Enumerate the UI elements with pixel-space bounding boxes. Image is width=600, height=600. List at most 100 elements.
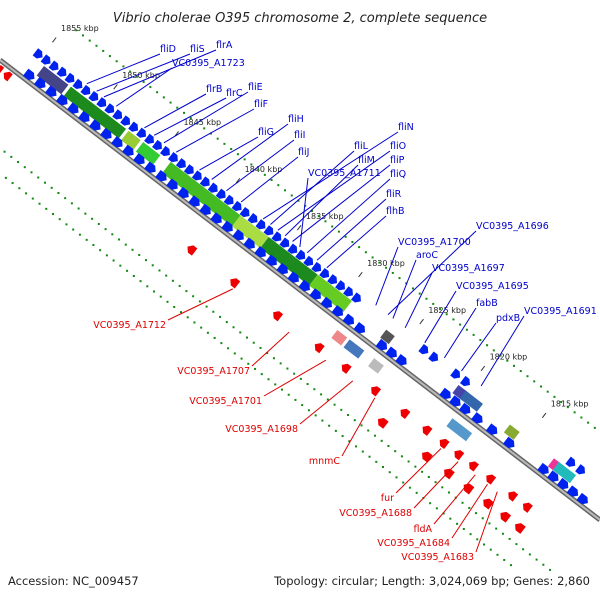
reverse-gene-arrow[interactable]	[437, 436, 450, 450]
reverse-gene-label[interactable]: mnmC	[309, 456, 341, 467]
forward-gene-arrow[interactable]	[335, 280, 348, 293]
forward-gene-arrow[interactable]	[215, 188, 229, 202]
forward-gene-label[interactable]: fliN	[398, 122, 414, 133]
forward-gene-arrow[interactable]	[56, 66, 70, 80]
forward-gene-arrow[interactable]	[167, 152, 181, 165]
forward-gene-arrow[interactable]	[210, 212, 224, 226]
reverse-gene-arrow[interactable]	[398, 406, 411, 419]
forward-gene-arrow[interactable]	[576, 492, 590, 507]
forward-gene-arrow[interactable]	[449, 395, 463, 409]
reverse-gene-arrow[interactable]	[1, 69, 13, 82]
forward-gene-label[interactable]: fliR	[386, 189, 402, 200]
forward-gene-arrow[interactable]	[566, 485, 581, 499]
forward-gene-arrow[interactable]	[331, 305, 346, 319]
forward-gene-arrow[interactable]	[128, 121, 141, 135]
forward-gene-arrow[interactable]	[243, 237, 257, 252]
reverse-gene-arrow[interactable]	[419, 449, 433, 463]
forward-gene-label[interactable]: fliP	[390, 155, 405, 166]
forward-gene-label[interactable]: VC0395_A1697	[432, 263, 505, 274]
forward-gene-arrow[interactable]	[160, 145, 173, 159]
forward-gene-arrow[interactable]	[67, 102, 81, 116]
reverse-gene-arrow[interactable]	[466, 459, 479, 472]
forward-gene-arrow[interactable]	[351, 292, 364, 305]
reverse-gene-arrow[interactable]	[452, 448, 465, 461]
forward-gene-label[interactable]: VC0395_A1700	[398, 237, 471, 248]
forward-gene-arrow[interactable]	[265, 254, 279, 268]
reverse-gene-arrow[interactable]	[461, 481, 475, 495]
forward-gene-arrow[interactable]	[327, 274, 340, 287]
forward-gene-label[interactable]: pdxB	[496, 313, 520, 324]
forward-gene-label[interactable]: flrC	[226, 88, 243, 99]
forward-gene-arrow[interactable]	[48, 60, 62, 73]
forward-gene-label[interactable]: VC0395_A1696	[476, 221, 549, 232]
forward-gene-arrow[interactable]	[298, 279, 312, 294]
reverse-gene-label[interactable]: VC0395_A1683	[401, 552, 474, 563]
forward-gene-label[interactable]: fliO	[390, 141, 406, 152]
forward-gene-arrow[interactable]	[64, 72, 78, 86]
forward-gene-arrow[interactable]	[40, 54, 54, 67]
reverse-gene-label[interactable]: VC0395_A1684	[377, 538, 450, 549]
forward-gene-arrow[interactable]	[295, 249, 308, 263]
forward-gene-arrow[interactable]	[575, 464, 588, 477]
forward-gene-label[interactable]: VC0395_A1711	[308, 168, 381, 179]
forward-gene-arrow[interactable]	[144, 161, 158, 176]
forward-gene-arrow[interactable]	[199, 176, 213, 189]
forward-gene-label[interactable]: fliD	[160, 44, 176, 55]
forward-gene-arrow[interactable]	[254, 245, 268, 260]
reverse-gene-arrow[interactable]	[520, 500, 533, 513]
forward-gene-arrow[interactable]	[100, 127, 114, 142]
forward-gene-arrow[interactable]	[33, 77, 48, 91]
forward-gene-arrow[interactable]	[439, 387, 453, 402]
forward-gene-label[interactable]: VC0395_A1723	[172, 58, 245, 69]
forward-gene-arrow[interactable]	[152, 139, 165, 153]
forward-gene-label[interactable]: fliG	[258, 127, 274, 138]
forward-gene-arrow[interactable]	[104, 103, 117, 116]
forward-gene-label[interactable]: VC0395_A1695	[456, 281, 529, 292]
reverse-gene-arrow[interactable]	[339, 361, 352, 374]
forward-gene-label[interactable]: flrB	[206, 84, 222, 95]
reverse-gene-arrow[interactable]	[481, 496, 494, 510]
forward-gene-arrow[interactable]	[375, 338, 390, 353]
forward-gene-arrow[interactable]	[418, 344, 431, 357]
forward-gene-label[interactable]: fliS	[190, 44, 205, 55]
reverse-gene-label[interactable]: VC0395_A1688	[339, 508, 412, 519]
forward-gene-arrow[interactable]	[247, 213, 261, 226]
forward-gene-arrow[interactable]	[144, 133, 157, 147]
forward-gene-arrow[interactable]	[232, 229, 246, 243]
forward-gene-arrow[interactable]	[353, 322, 368, 336]
forward-gene-arrow[interactable]	[450, 368, 463, 381]
forward-gene-arrow[interactable]	[556, 477, 571, 492]
reverse-gene-arrow[interactable]	[441, 466, 455, 480]
forward-gene-arrow[interactable]	[22, 68, 37, 83]
reverse-gene-arrow[interactable]	[498, 509, 512, 523]
forward-gene-arrow[interactable]	[221, 220, 235, 235]
forward-gene-arrow[interactable]	[395, 353, 409, 368]
reverse-gene-arrow[interactable]	[228, 276, 241, 289]
forward-gene-label[interactable]: VC0395_A1691	[524, 306, 597, 317]
forward-gene-arrow[interactable]	[263, 225, 276, 238]
forward-gene-arrow[interactable]	[320, 296, 335, 311]
forward-gene-arrow[interactable]	[485, 423, 500, 437]
forward-gene-arrow[interactable]	[271, 231, 284, 244]
forward-gene-label[interactable]: fliL	[354, 141, 369, 152]
forward-gene-arrow[interactable]	[155, 169, 169, 184]
forward-gene-arrow[interactable]	[56, 93, 70, 108]
reverse-gene-arrow[interactable]	[420, 423, 433, 436]
forward-gene-arrow[interactable]	[342, 313, 357, 328]
forward-gene-arrow[interactable]	[78, 110, 92, 125]
forward-gene-arrow[interactable]	[458, 402, 473, 417]
forward-gene-label[interactable]: fliE	[248, 82, 263, 93]
reverse-gene-arrow[interactable]	[270, 309, 284, 322]
forward-gene-arrow[interactable]	[303, 255, 316, 269]
forward-gene-label[interactable]: aroC	[416, 250, 438, 261]
forward-gene-label[interactable]: fliQ	[390, 169, 406, 180]
forward-gene-arrow[interactable]	[112, 109, 125, 122]
forward-gene-label[interactable]: fliF	[254, 99, 268, 110]
reverse-gene-arrow[interactable]	[506, 489, 519, 502]
forward-gene-arrow[interactable]	[276, 262, 290, 277]
forward-gene-arrow[interactable]	[343, 286, 356, 299]
reverse-gene-arrow[interactable]	[0, 63, 5, 75]
forward-gene-arrow[interactable]	[537, 462, 551, 477]
forward-gene-label[interactable]: fliH	[288, 114, 304, 125]
forward-gene-label[interactable]: fliI	[294, 130, 305, 141]
